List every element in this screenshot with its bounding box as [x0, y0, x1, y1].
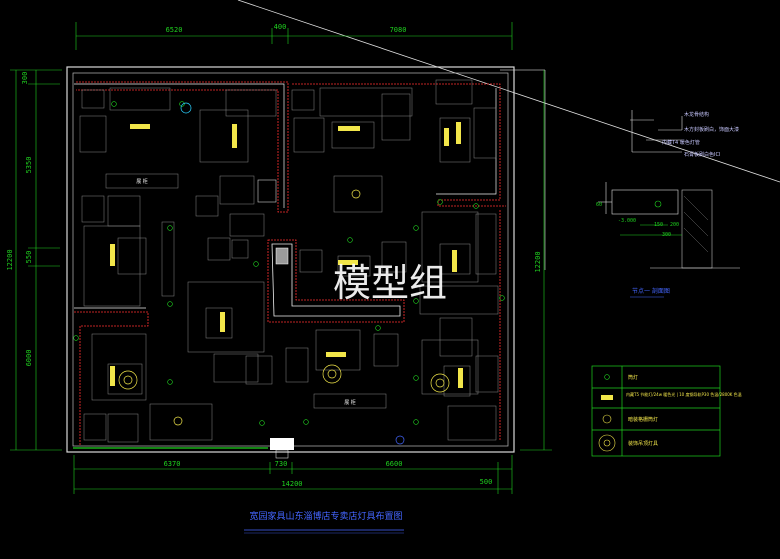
dim-left-total: 12200 — [6, 249, 14, 270]
plant-symbol — [395, 435, 405, 445]
detail-dim-1: 60 — [596, 202, 602, 208]
legend-text-1: 筒灯 — [628, 374, 638, 381]
column-fixture — [275, 247, 289, 265]
detail-callout-4: 石膏板刷白色ICI — [684, 151, 720, 158]
feature-light-cyan — [180, 102, 192, 114]
detail-callout-1: 木龙骨结构 — [684, 111, 709, 118]
right-dimension-chain — [520, 70, 552, 451]
dim-top-left: 6520 — [166, 26, 183, 34]
showcase-label-left: 展 柜 — [136, 178, 148, 185]
ceiling-spotlight-icon — [604, 374, 610, 380]
showcase-label-bottom: 展 柜 — [344, 399, 356, 406]
chandelier-icon — [598, 434, 616, 452]
dim-left-4: 6000 — [25, 350, 33, 367]
detail-title: 节点一 剖面图 — [632, 287, 670, 295]
track-light-tags — [110, 122, 463, 388]
drawing-title: 宽园家具山东淄博店专卖店灯具布置图 — [249, 510, 402, 522]
furniture-layout — [79, 79, 499, 443]
downlight-symbols — [73, 101, 505, 426]
dim-top-mid: 400 — [274, 23, 287, 31]
dim-left-1: 300 — [21, 72, 29, 85]
legend-text-2: 内藏T5 节能灯/24w 暖色光 | 10 度钢导轨P30 色温/2800K 色… — [626, 391, 742, 397]
dim-top-right: 7080 — [390, 26, 407, 34]
detail-callout-2: 木方封板刷白，饰面大漆 — [684, 126, 739, 133]
dim-right-total: 12200 — [534, 251, 542, 272]
dim-bottom-left: 6370 — [164, 460, 181, 468]
legend-text-4: 装饰吊顶灯具 — [628, 440, 658, 447]
column-outline — [257, 179, 277, 203]
legend-table — [591, 365, 721, 457]
legend-text-3: 暗装格栅筒灯 — [628, 416, 658, 423]
dim-bottom-mid: 730 — [275, 460, 288, 468]
dim-bottom-extra: 500 — [480, 478, 493, 486]
dim-bottom-right: 6600 — [386, 460, 403, 468]
dim-left-3: 550 — [25, 251, 33, 264]
left-dimension-chain — [10, 69, 62, 451]
dim-bottom-total: 14200 — [281, 480, 302, 488]
detail-dim-4: 200 — [670, 222, 679, 228]
diagonal-guide-line — [237, 0, 780, 183]
detail-dim-5: 300 — [662, 232, 671, 238]
entrance-door — [270, 438, 294, 450]
grille-light-icon — [602, 414, 612, 424]
chandelier-symbols — [118, 189, 450, 426]
t5-tube-icon — [601, 395, 613, 400]
dim-left-2: 5350 — [25, 157, 33, 174]
watermark: 模型组 — [333, 261, 447, 305]
detail-callout-3: 内藏T4 暖色灯管 — [662, 139, 700, 146]
detail-dim-2: -3.000 — [618, 218, 636, 224]
bottom-dimension-chain — [73, 455, 513, 494]
detail-dim-3: 150 — [654, 222, 663, 228]
section-detail — [598, 110, 740, 269]
top-dimension-chain — [75, 22, 513, 50]
